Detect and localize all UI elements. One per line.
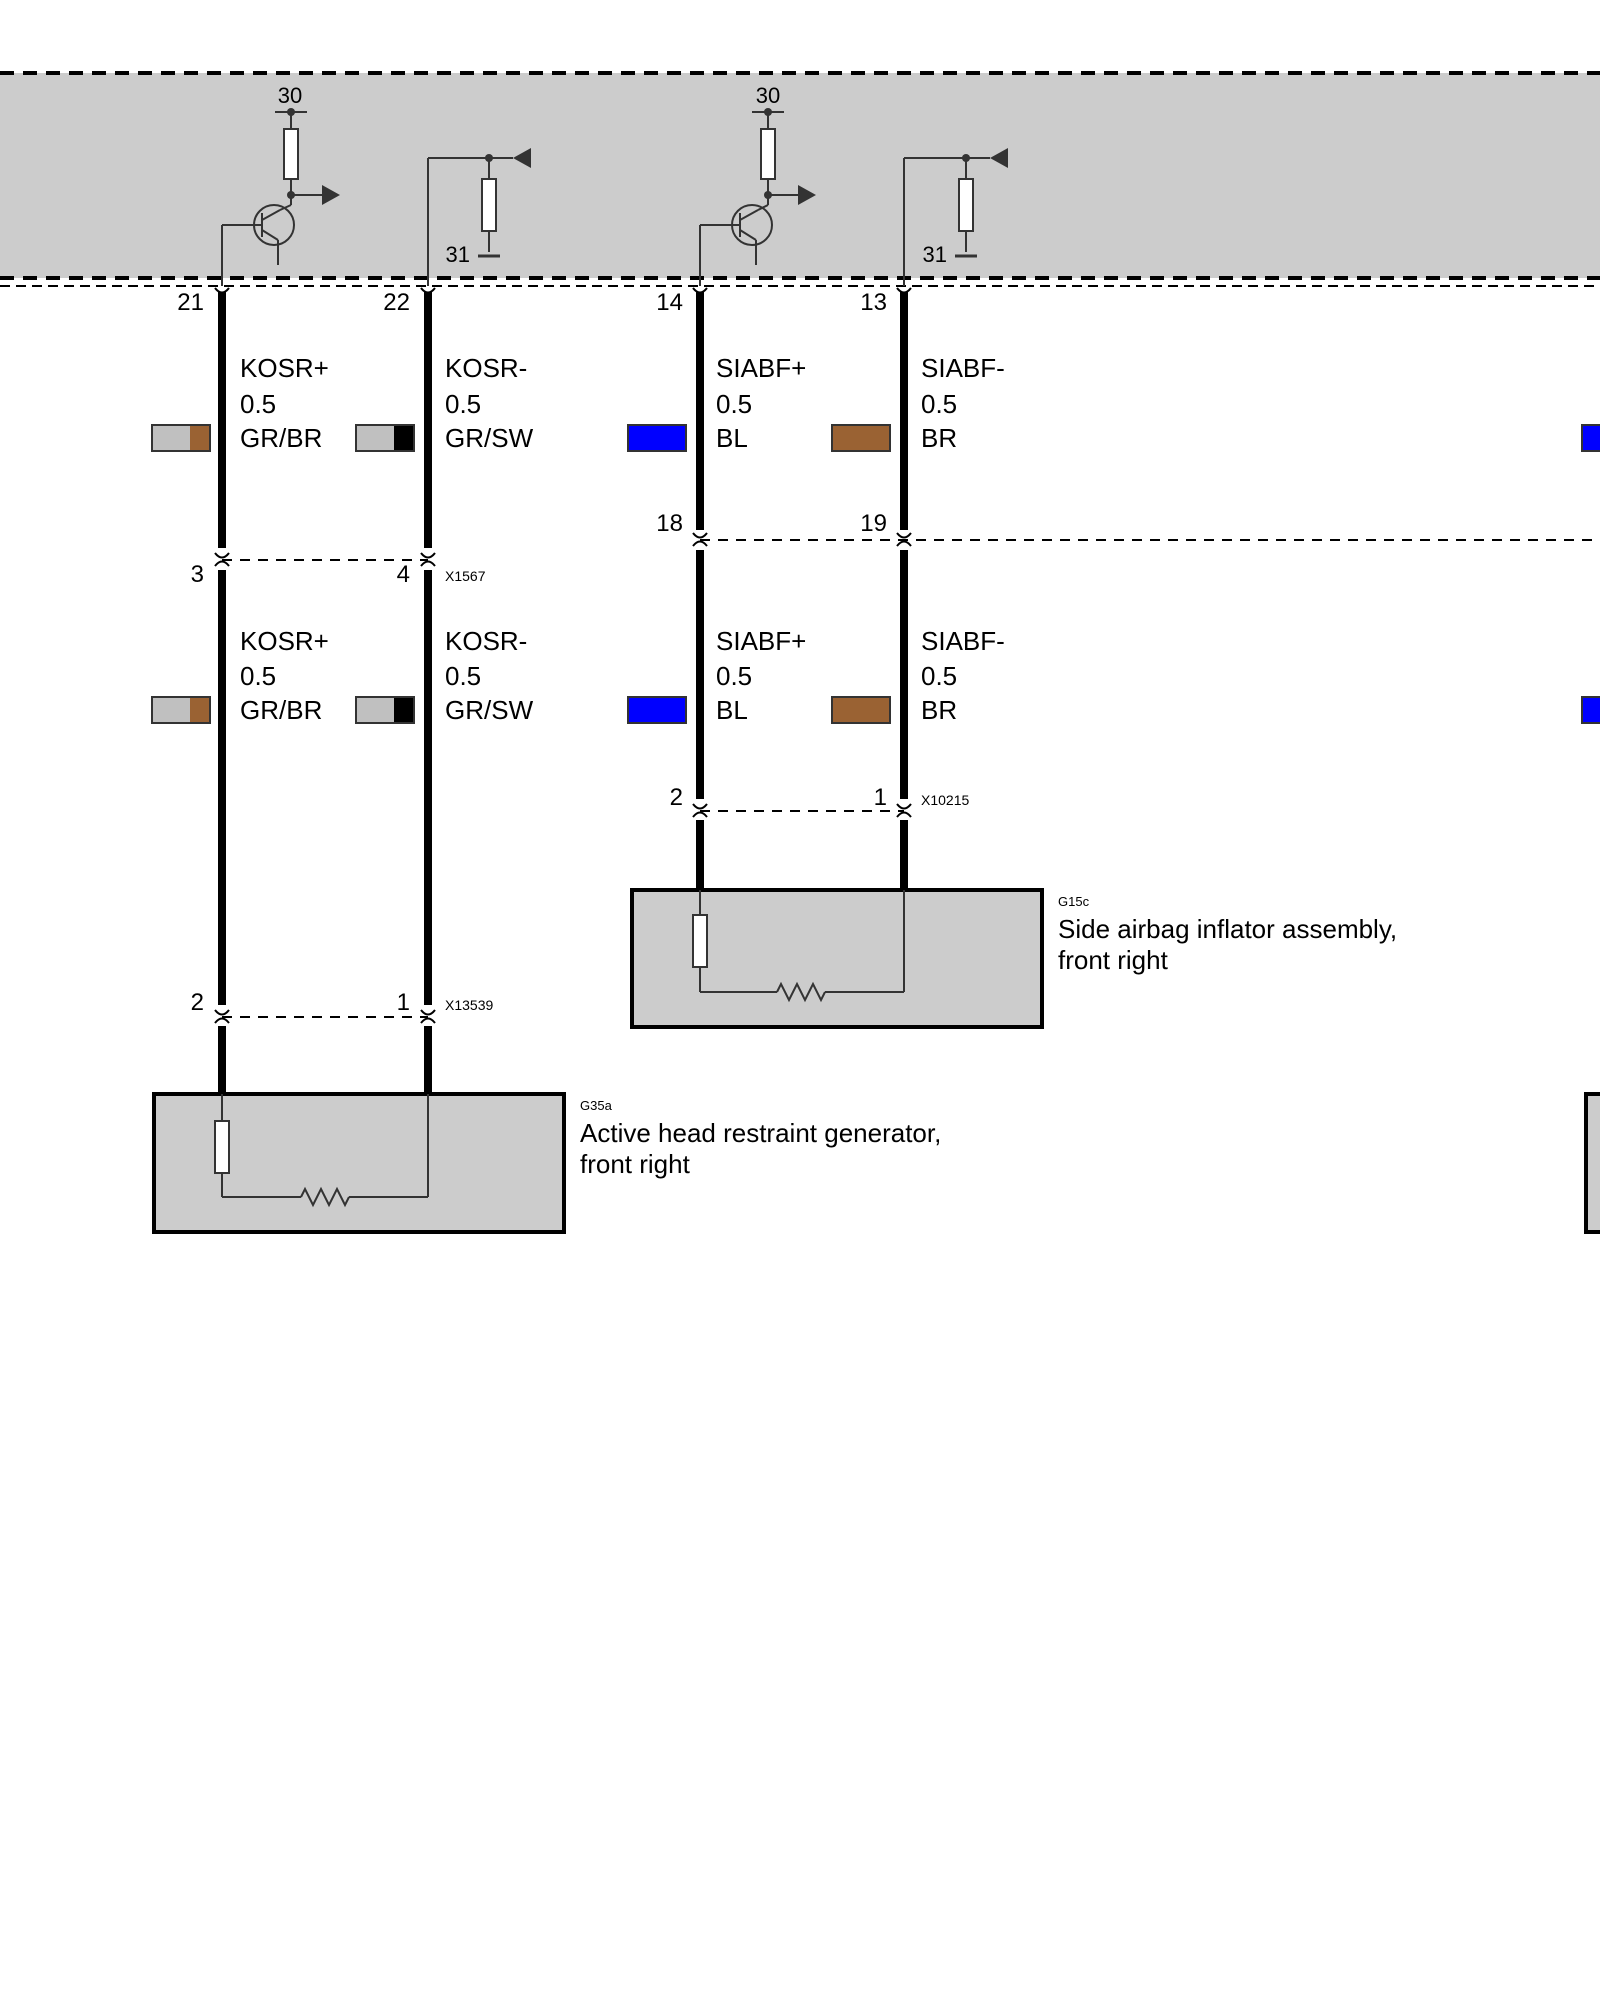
supply-label-30-a: 30 (278, 83, 302, 108)
supply-label-30-b: 30 (756, 83, 780, 108)
swatch-kosr-plus-upper (151, 424, 211, 452)
squib-resistor-icon (692, 914, 708, 968)
pull-down-resistor-a (481, 178, 497, 232)
pin-x10215-2: 2 (670, 784, 683, 811)
wire-label-kosr-plus-lower: KOSR+ 0.5 GR/BR (240, 626, 329, 725)
component-name-g35a-line1: Active head restraint generator, (580, 1118, 941, 1148)
swatch-siabf-plus-upper (627, 424, 687, 452)
pin-terminal-marks (214, 287, 912, 1024)
svg-text:KOSR-: KOSR- (445, 626, 527, 656)
svg-text:KOSR-: KOSR- (445, 353, 527, 383)
svg-text:KOSR+: KOSR+ (240, 353, 329, 383)
component-g15c (630, 888, 1044, 1029)
signal-arrow-icon (798, 185, 816, 205)
svg-text:SIABF-: SIABF- (921, 626, 1005, 656)
svg-text:0.5: 0.5 (921, 661, 957, 691)
ground-label-31-b: 31 (923, 242, 947, 267)
svg-text:0.5: 0.5 (445, 661, 481, 691)
wire-label-siabf-minus-lower: SIABF- 0.5 BR (921, 626, 1005, 725)
pull-up-resistor-a (283, 128, 299, 180)
wire-label-siabf-plus-lower: SIABF+ 0.5 BL (716, 626, 806, 725)
wire-color-swatches (151, 424, 891, 724)
connector-code-x13539: X13539 (445, 997, 493, 1013)
pin-conn-19: 19 (860, 510, 887, 537)
pull-down-resistor-b (958, 178, 974, 232)
component-name-g35a-line2: front right (580, 1149, 691, 1179)
ground-resistor-kosr: 31 (427, 148, 531, 286)
svg-text:0.5: 0.5 (445, 389, 481, 419)
pin-x13539-1: 1 (397, 989, 410, 1016)
component-code-g15c: G15c (1058, 894, 1090, 909)
component-name-g15c-line1: Side airbag inflator assembly, (1058, 914, 1397, 944)
svg-text:BR: BR (921, 423, 957, 453)
svg-text:0.5: 0.5 (921, 389, 957, 419)
transistor-driver-kosr: 30 (221, 83, 340, 286)
swatch-siabf-minus-upper (831, 424, 891, 452)
svg-text:SIABF+: SIABF+ (716, 626, 806, 656)
component-code-g35a: G35a (580, 1098, 613, 1113)
svg-text:GR/BR: GR/BR (240, 423, 322, 453)
swatch-siabf-plus-lower (627, 696, 687, 724)
svg-text:0.5: 0.5 (716, 661, 752, 691)
svg-text:BL: BL (716, 423, 748, 453)
wire-label-kosr-minus-upper: KOSR- 0.5 GR/SW (445, 353, 534, 453)
wire-label-siabf-plus-upper: SIABF+ 0.5 BL (716, 353, 806, 453)
pin-x1567-3: 3 (191, 561, 204, 588)
swatch-kosr-plus-lower (151, 696, 211, 724)
svg-text:0.5: 0.5 (716, 389, 752, 419)
pin-ecu-21: 21 (177, 289, 204, 316)
wire-label-kosr-minus-lower: KOSR- 0.5 GR/SW (445, 626, 534, 725)
svg-text:KOSR+: KOSR+ (240, 626, 329, 656)
svg-text:BL: BL (716, 695, 748, 725)
signal-arrow-icon (990, 148, 1008, 168)
heating-element-icon (776, 981, 826, 1003)
pin-ecu-14: 14 (656, 289, 683, 316)
swatch-siabf-minus-lower (831, 696, 891, 724)
svg-text:SIABF+: SIABF+ (716, 353, 806, 383)
ground-resistor-siabf: 31 (903, 148, 1008, 286)
pin-ecu-22: 22 (383, 289, 410, 316)
wire-label-kosr-plus-upper: KOSR+ 0.5 GR/BR (240, 353, 329, 453)
wire-label-siabf-minus-upper: SIABF- 0.5 BR (921, 353, 1005, 453)
pin-x10215-1: 1 (874, 784, 887, 811)
svg-text:0.5: 0.5 (240, 661, 276, 691)
svg-text:BR: BR (921, 695, 957, 725)
swatch-kosr-minus-upper (355, 424, 415, 452)
heating-element-icon (300, 1186, 350, 1208)
squib-resistor-icon (214, 1120, 230, 1174)
pin-x13539-2: 2 (191, 989, 204, 1016)
svg-text:GR/SW: GR/SW (445, 695, 534, 725)
svg-text:0.5: 0.5 (240, 389, 276, 419)
signal-arrow-icon (322, 185, 340, 205)
svg-text:GR/BR: GR/BR (240, 695, 322, 725)
pin-x1567-4: 4 (397, 561, 410, 588)
pull-up-resistor-b (760, 128, 776, 180)
component-g35a (152, 1092, 566, 1234)
connector-code-x1567: X1567 (445, 568, 486, 584)
svg-text:GR/SW: GR/SW (445, 423, 534, 453)
pin-ecu-13: 13 (860, 289, 887, 316)
transistor-driver-siabf: 30 (699, 83, 816, 286)
ground-label-31-a: 31 (446, 242, 470, 267)
signal-arrow-icon (513, 148, 531, 168)
pin-conn-18: 18 (656, 510, 683, 537)
connector-code-x10215: X10215 (921, 792, 969, 808)
control-unit-block (0, 71, 1600, 287)
component-name-g15c-line2: front right (1058, 945, 1169, 975)
svg-text:SIABF-: SIABF- (921, 353, 1005, 383)
swatch-kosr-minus-lower (355, 696, 415, 724)
offscreen-circuit-partial (1581, 424, 1600, 1234)
